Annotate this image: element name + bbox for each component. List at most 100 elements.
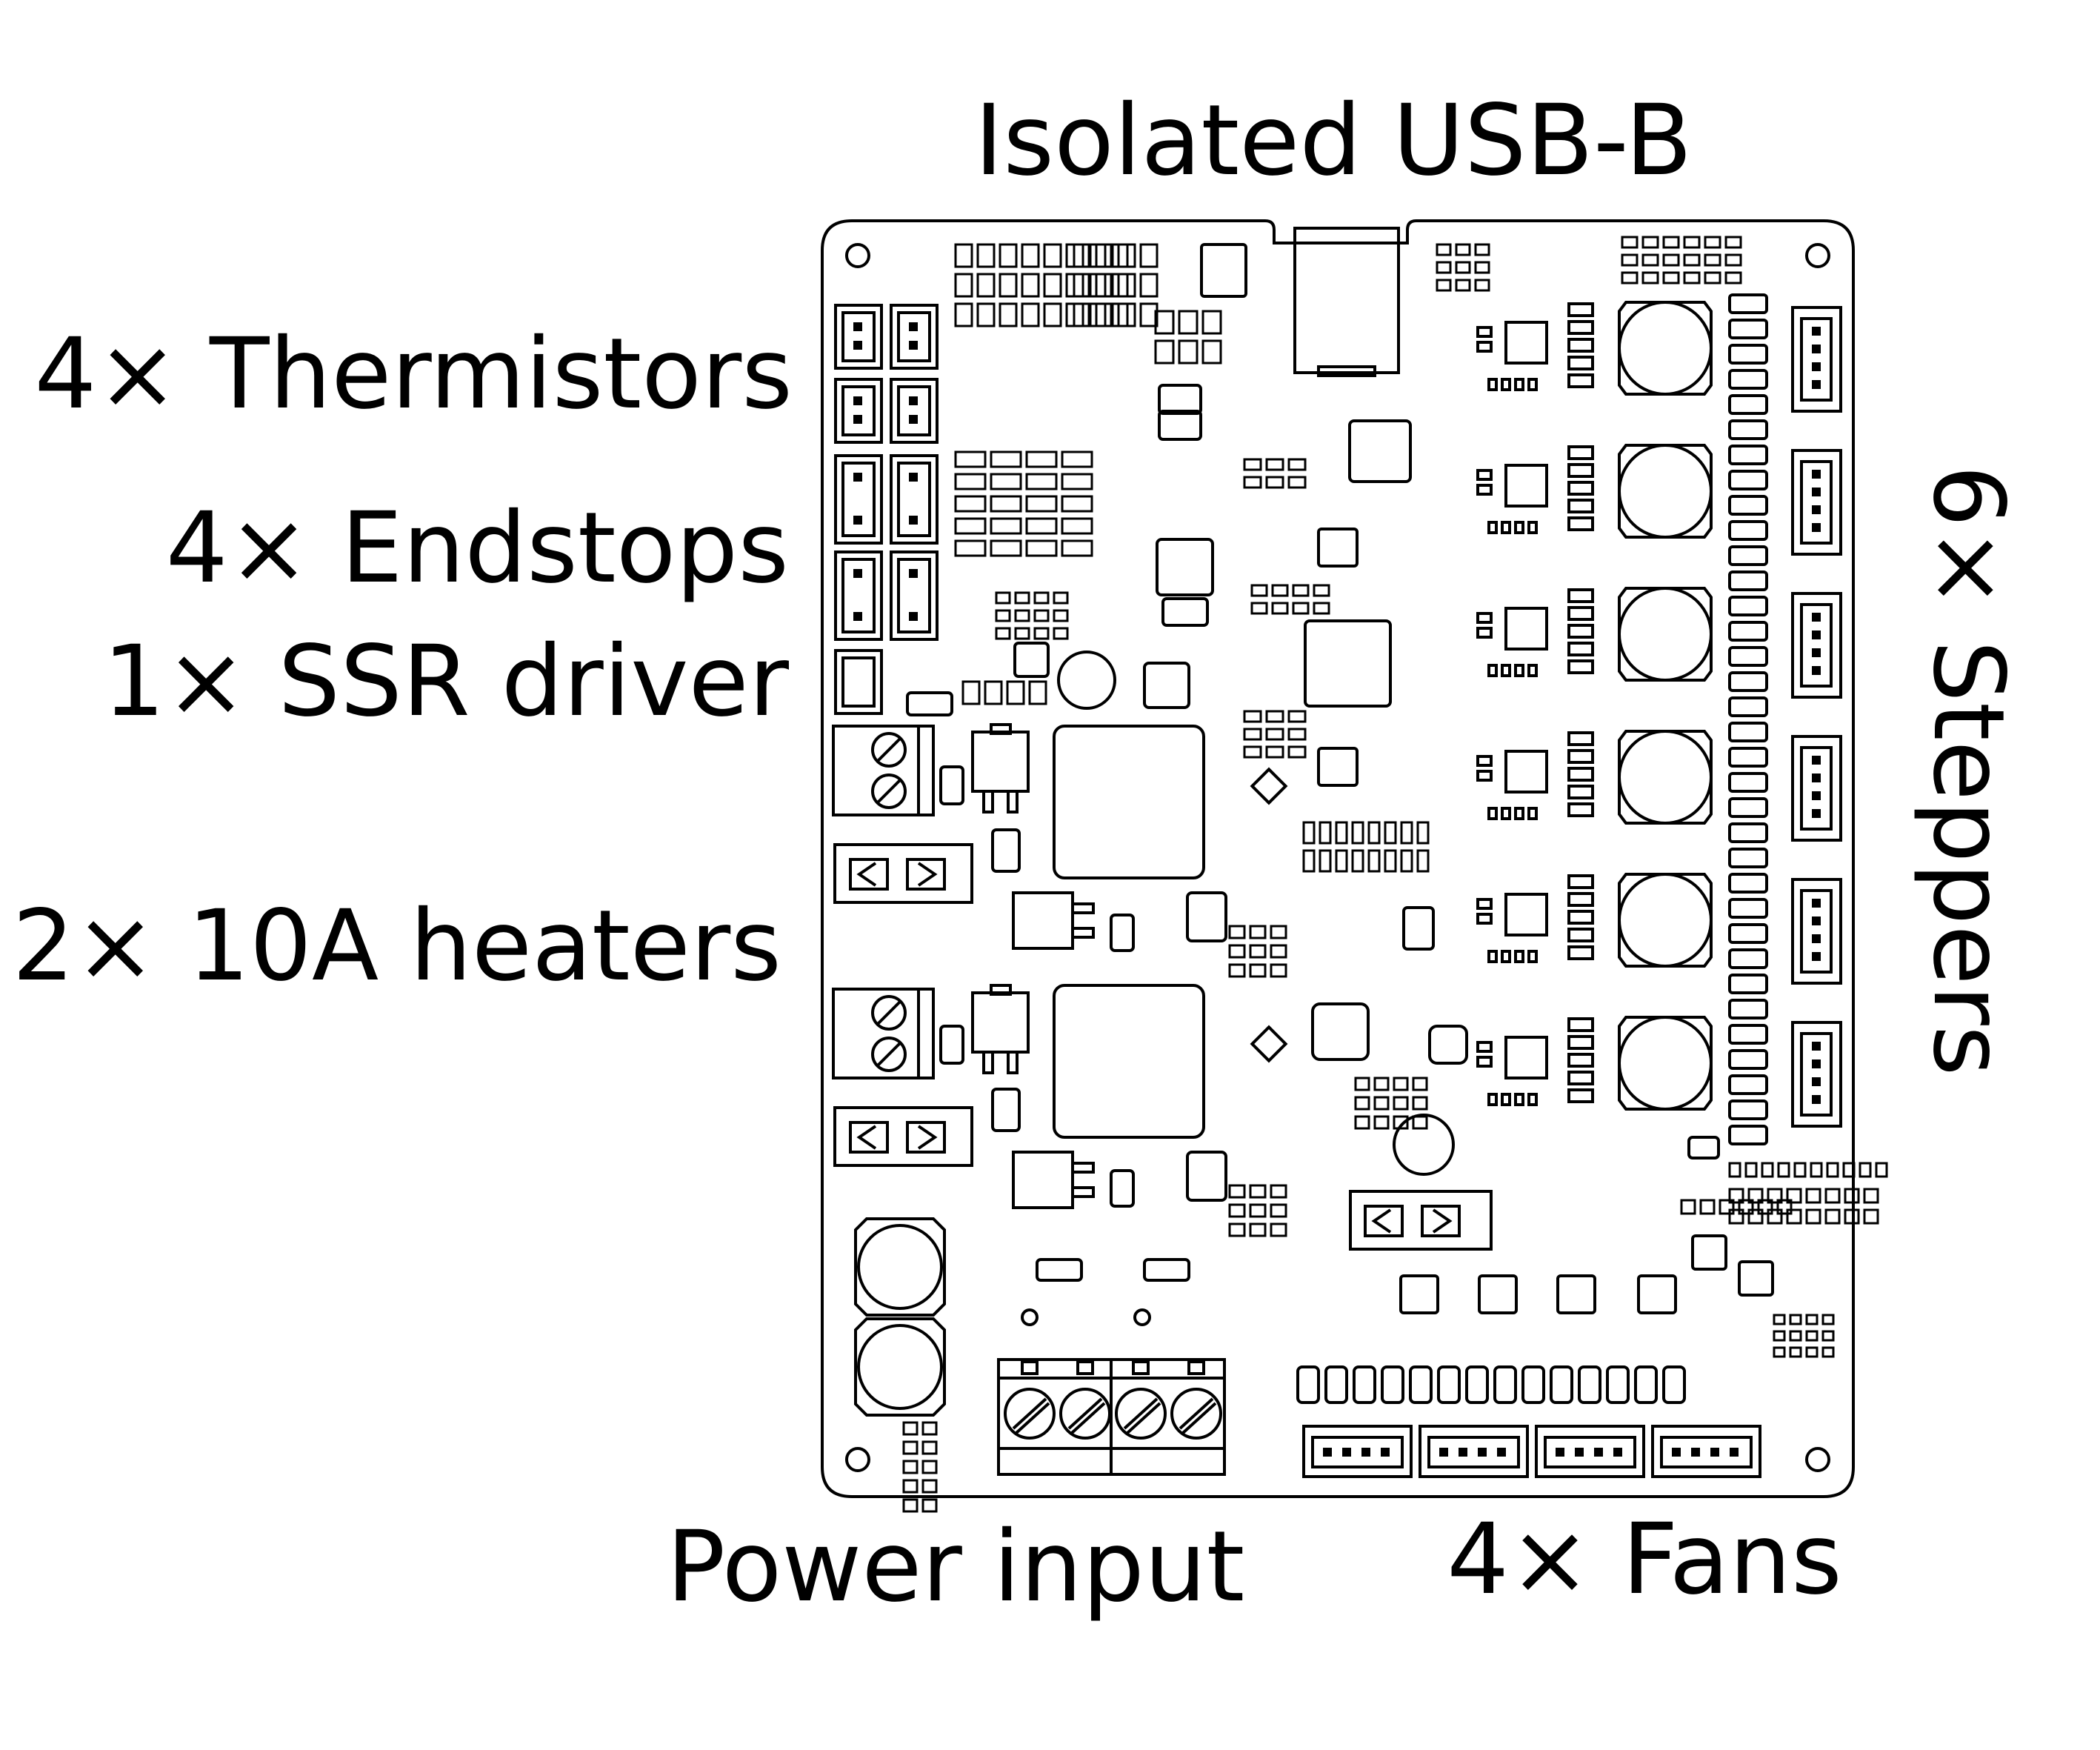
passive-component xyxy=(1704,236,1721,249)
passive-component xyxy=(1416,849,1430,873)
stepper-cap xyxy=(1487,950,1498,963)
sensor-connectors xyxy=(834,304,939,715)
ic-chips xyxy=(1143,243,1774,1314)
stepper-bypass-cap xyxy=(1728,445,1768,465)
passive-component xyxy=(1767,1188,1783,1204)
passive-component xyxy=(1354,1096,1370,1111)
stepper-pin xyxy=(1812,916,1821,925)
passive-component xyxy=(1777,1162,1790,1178)
passive-component xyxy=(954,473,987,490)
passive-component xyxy=(954,539,987,557)
stepper-driver-ic xyxy=(1504,750,1548,794)
fan-pin xyxy=(1497,1448,1506,1457)
sensor-connector xyxy=(834,454,883,545)
label-endstops: 4× Endstops xyxy=(166,491,789,605)
round-parts xyxy=(1057,651,1455,1176)
stepper-cap xyxy=(1476,913,1493,925)
stepper-bypass-cap xyxy=(1728,1049,1768,1070)
stepper-resistor xyxy=(1567,731,1594,746)
passive-component xyxy=(1436,243,1452,256)
passive-component xyxy=(1776,1199,1793,1215)
fan-pin xyxy=(1439,1448,1448,1457)
sensor-connector xyxy=(834,550,883,641)
passive-component xyxy=(1117,302,1136,327)
stepper-cap xyxy=(1476,770,1493,782)
stepper-resistor xyxy=(1567,1035,1594,1050)
stepper-cap xyxy=(1501,664,1511,677)
capacitor xyxy=(906,691,953,716)
fan-connector-inner xyxy=(1660,1436,1753,1468)
passive-component xyxy=(1412,1077,1428,1091)
capacitor xyxy=(1110,914,1135,952)
heater-terminal-2 xyxy=(832,988,935,1079)
sensor-connector-inner xyxy=(841,385,876,436)
stepper-cap xyxy=(1501,521,1511,534)
passive-component xyxy=(1699,1199,1716,1215)
passive-component xyxy=(1178,339,1199,365)
stepper-pin xyxy=(1812,809,1821,818)
sensor-pin xyxy=(853,569,862,578)
stepper-pin xyxy=(1812,631,1821,639)
passive-component xyxy=(1243,476,1262,489)
passive-component xyxy=(1351,849,1364,873)
passive-component xyxy=(1747,1188,1764,1204)
passive-component xyxy=(1154,310,1175,335)
stepper-resistor xyxy=(1567,445,1594,460)
stepper-pin xyxy=(1812,470,1821,479)
passive-component xyxy=(954,450,987,468)
passive-component xyxy=(1367,821,1381,845)
passive-component xyxy=(1744,1162,1758,1178)
capacitor xyxy=(1013,642,1050,678)
passive-component xyxy=(1061,539,1093,557)
stepper-cap xyxy=(1514,378,1524,391)
sensor-connector xyxy=(890,550,939,641)
passive-component xyxy=(1662,253,1680,267)
stepper-driver-ic xyxy=(1504,893,1548,936)
passive-component xyxy=(1789,1330,1802,1342)
passive-component xyxy=(1789,1314,1802,1325)
passive-component xyxy=(1287,728,1307,741)
stepper-cap xyxy=(1514,521,1524,534)
passive-component xyxy=(1863,1188,1879,1204)
stepper-bypass-cap xyxy=(1728,545,1768,566)
passive-component xyxy=(1436,279,1452,292)
passive-component xyxy=(1265,710,1284,723)
passive-component xyxy=(1228,925,1246,939)
passive-component xyxy=(902,1498,919,1513)
passive-component xyxy=(1724,236,1742,249)
fan-pin xyxy=(1730,1448,1739,1457)
capacitor xyxy=(991,828,1021,873)
stepper-cap xyxy=(1501,950,1511,963)
stepper-bypass-cap xyxy=(1728,1125,1768,1145)
fan-pin xyxy=(1575,1448,1584,1457)
fan-resistor xyxy=(1324,1365,1348,1404)
passive-component xyxy=(902,1479,919,1494)
passive-component xyxy=(1455,261,1471,274)
stepper-pin xyxy=(1812,523,1821,532)
passive-component xyxy=(1821,1314,1835,1325)
passive-component xyxy=(1249,1203,1267,1218)
passive-component xyxy=(1728,1188,1744,1204)
fan-pin xyxy=(1342,1448,1351,1457)
capacitor xyxy=(1161,597,1209,627)
passive-component xyxy=(976,273,996,298)
stepper-connector xyxy=(1791,592,1842,699)
passive-component xyxy=(1053,627,1069,640)
passive-component xyxy=(1455,279,1471,292)
passive-component xyxy=(1228,1203,1246,1218)
stepper-bypass-cap xyxy=(1728,369,1768,390)
stepper-resistor xyxy=(1567,320,1594,335)
passive-component xyxy=(1006,680,1025,705)
stepper-pin xyxy=(1812,380,1821,389)
passive-component xyxy=(1271,584,1289,597)
stepper-resistor xyxy=(1567,1053,1594,1068)
stepper-connector xyxy=(1791,735,1842,842)
fan-connector xyxy=(1419,1425,1529,1478)
sensor-connector xyxy=(834,378,883,444)
passive-component xyxy=(1351,821,1364,845)
passive-component xyxy=(1455,243,1471,256)
capacitor xyxy=(1143,1258,1190,1282)
stepper-pin xyxy=(1812,362,1821,371)
stepper-cap xyxy=(1476,627,1493,639)
stepper-bypass-cap xyxy=(1728,344,1768,365)
